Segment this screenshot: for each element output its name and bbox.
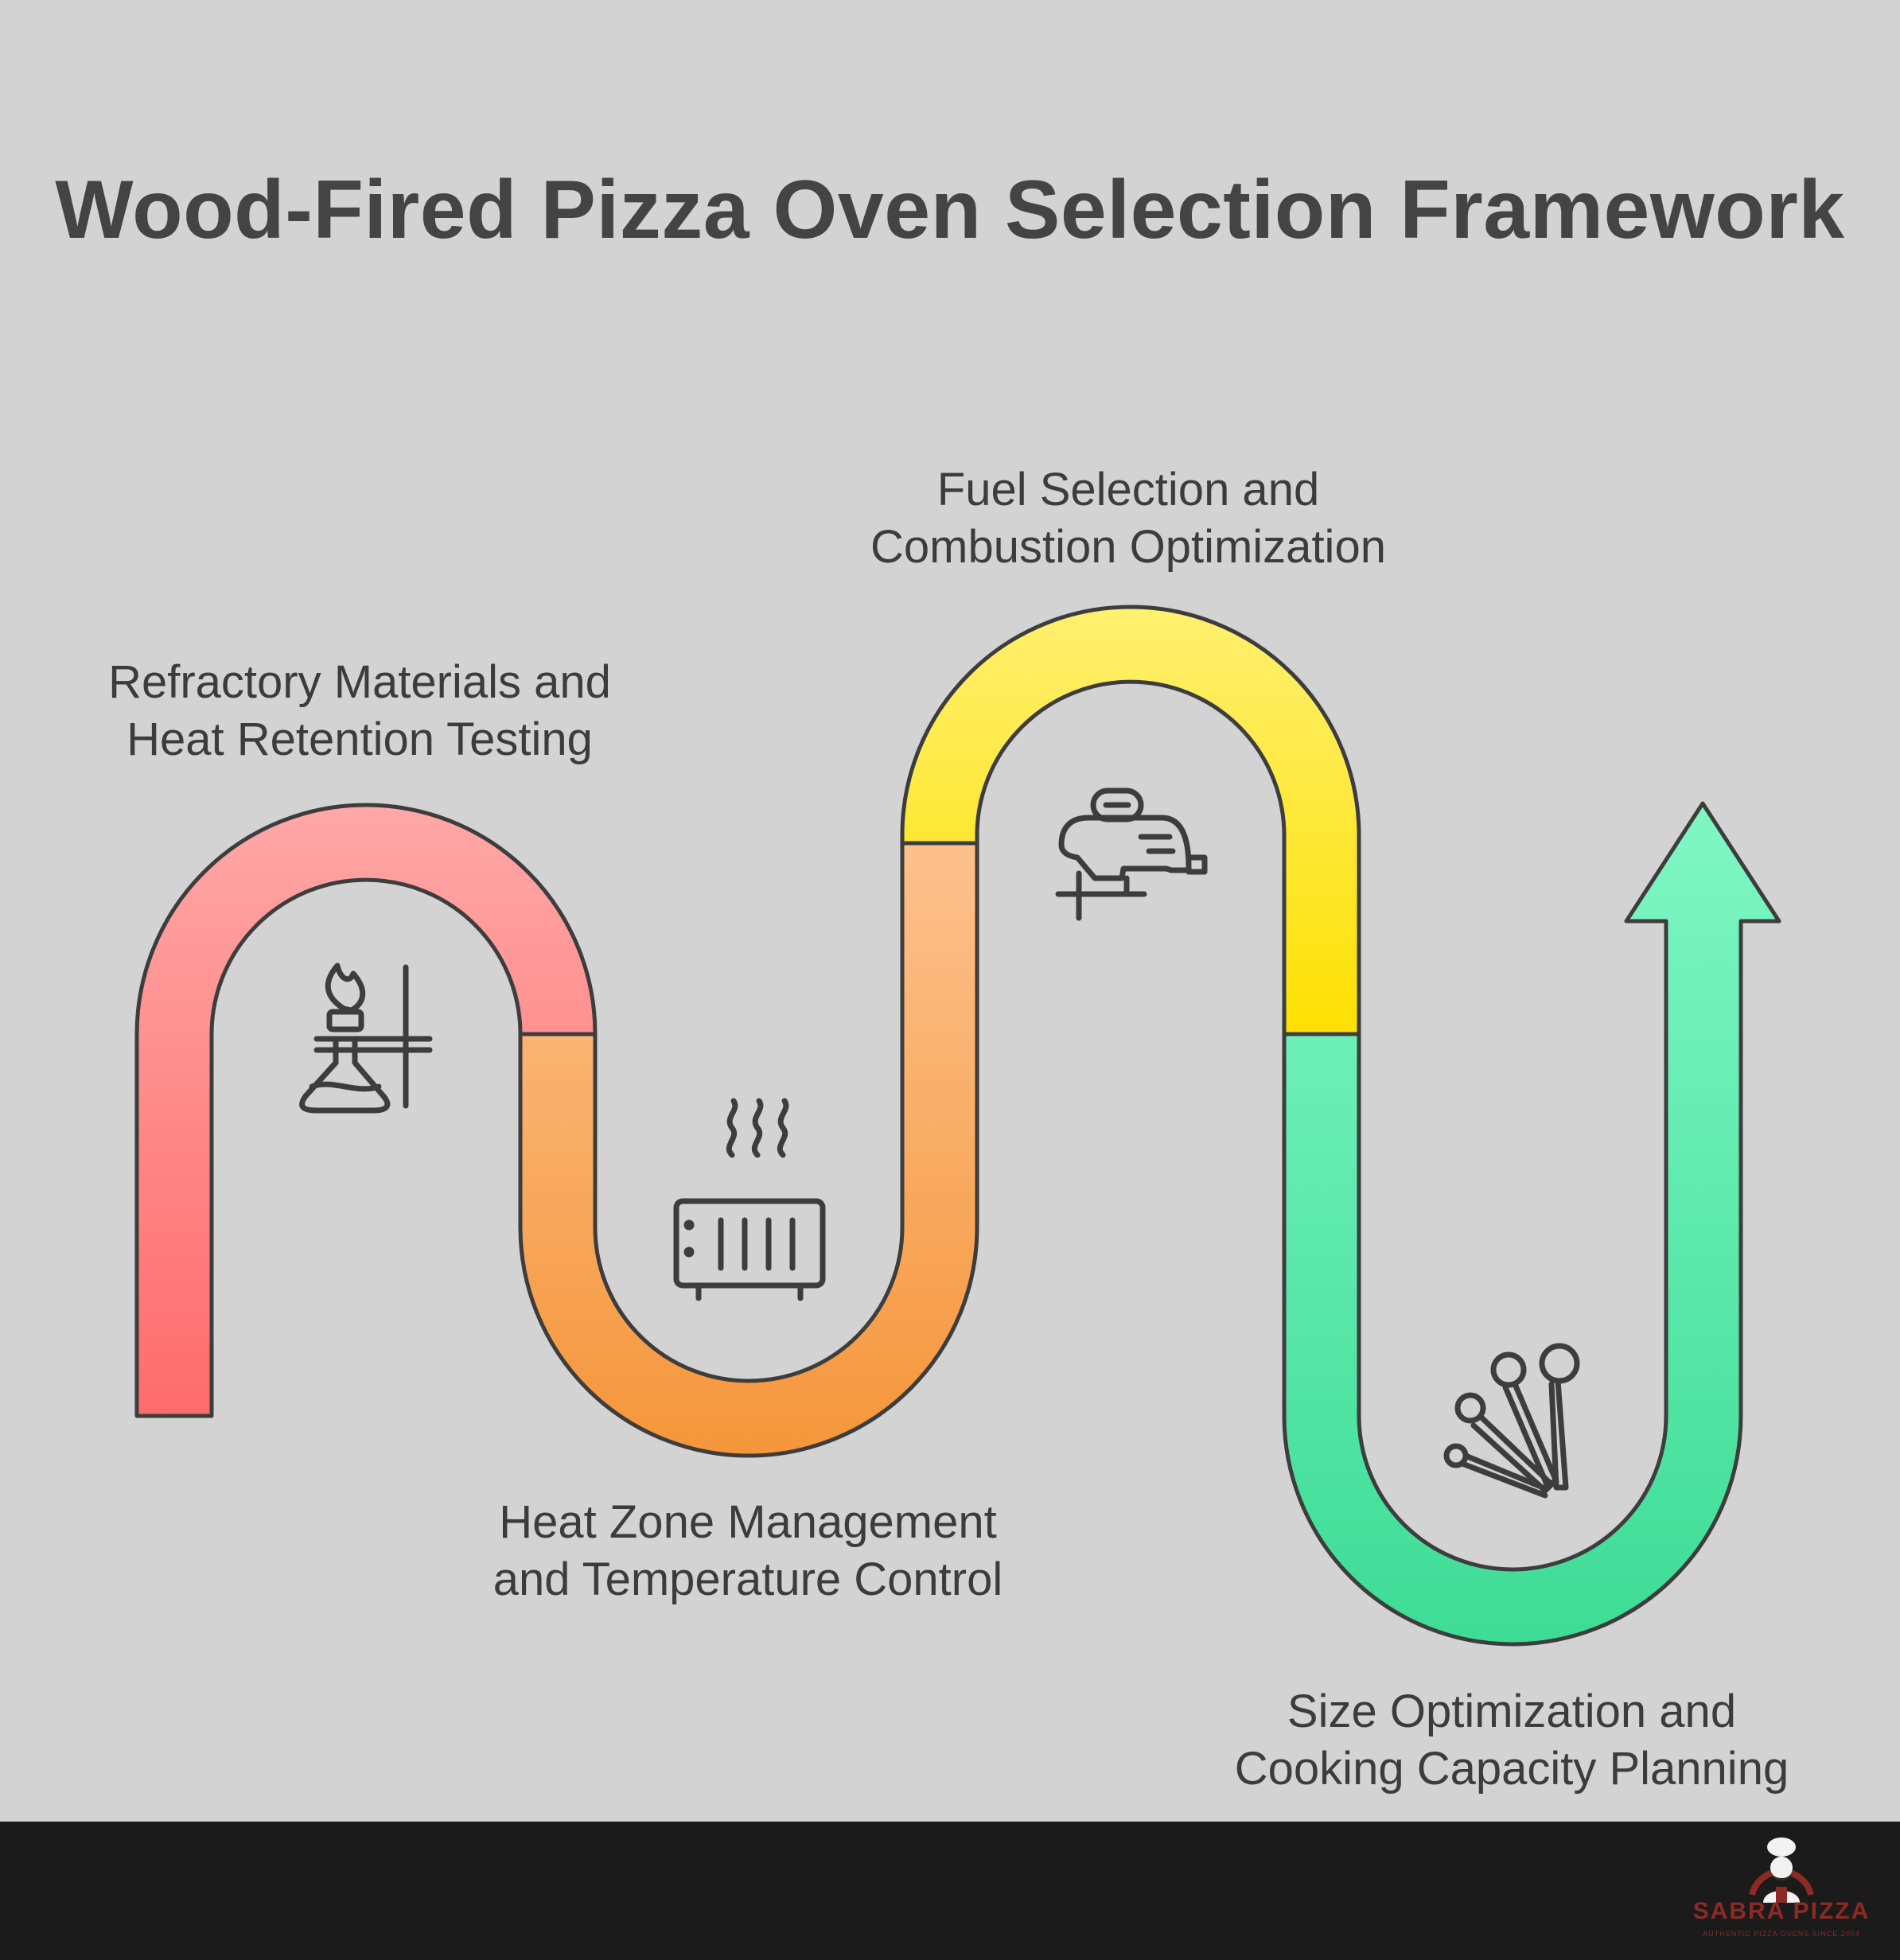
chef-logo-icon — [1749, 1838, 1814, 1903]
path-segment-3 — [900, 605, 1361, 1036]
diagram-title: Wood-Fired Pizza Oven Selection Framewor… — [55, 164, 1845, 256]
step-3-label-line-2: and Temperature Control — [493, 1554, 1003, 1605]
jigsaw-tool-icon — [1055, 788, 1208, 921]
step-1-label-line-2: Heat Retention Testing — [127, 714, 593, 765]
step-2-label-line-2: Combustion Optimization — [870, 521, 1386, 573]
brand-name: SABRA PIZZA — [1692, 1898, 1871, 1924]
path-segment-1 — [134, 803, 598, 1418]
step-4-label-line-1: Size Optimization and — [1287, 1686, 1737, 1737]
step-3-label-line-1: Heat Zone Management — [499, 1496, 997, 1548]
footer-bar: SABRA PIZZA AUTHENTIC PIZZA OVENS SINCE … — [0, 1822, 1900, 1960]
chemistry-flask-burner-icon — [299, 962, 433, 1114]
brand-tagline: AUTHENTIC PIZZA OVENS SINCE 2004 — [1703, 1930, 1860, 1938]
step-4-label-line-2: Cooking Capacity Planning — [1234, 1743, 1789, 1795]
serpentine-flow-diagram — [134, 605, 1781, 1647]
step-1-label: Refractory Materials and Heat Retention … — [73, 654, 646, 768]
path-segment-4-arrow — [1282, 801, 1781, 1647]
path-segment-2 — [518, 841, 979, 1458]
measuring-spoons-icon — [1443, 1343, 1580, 1499]
step-1-label-line-1: Refractory Materials and — [108, 656, 611, 708]
step-2-label: Fuel Selection and Combustion Optimizati… — [842, 461, 1415, 576]
brand-logo[interactable]: SABRA PIZZA AUTHENTIC PIZZA OVENS SINCE … — [1690, 1823, 1873, 1942]
step-2-label-line-1: Fuel Selection and — [936, 464, 1320, 515]
step-4-label: Size Optimization and Cooking Capacity P… — [1225, 1683, 1798, 1798]
step-3-label: Heat Zone Management and Temperature Con… — [461, 1494, 1034, 1608]
radiator-heater-icon — [673, 1098, 826, 1301]
